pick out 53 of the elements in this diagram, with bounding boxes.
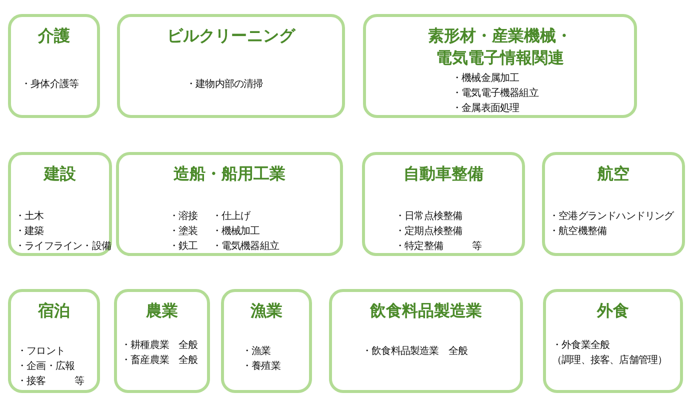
category-heading: 自動車整備 (402, 163, 484, 185)
list-item: ・電気機器組立 (212, 240, 280, 254)
list-item: ・ライフライン・設備 (15, 240, 112, 254)
category-box (116, 152, 343, 256)
category-heading: 農業 (145, 300, 179, 322)
list-item: ・飲食料品製造業 全般 (362, 344, 468, 359)
list-item: ・企画・広報 (17, 360, 75, 374)
category-box (8, 289, 100, 393)
category-heading: 航空 (596, 163, 630, 185)
category-heading: 飲食料品製造業 (368, 300, 483, 322)
list-item: ・漁業 (242, 344, 271, 359)
category-box (114, 289, 210, 393)
category-box (8, 152, 112, 256)
list-item: ・溶接 (169, 210, 198, 224)
category-heading: ビルクリーニング (166, 25, 296, 47)
category-heading: 外食 (596, 300, 630, 322)
category-heading: 漁業 (250, 300, 284, 322)
category-box (117, 14, 345, 118)
category-heading: 建設 (42, 163, 77, 185)
list-item: ・土木 (15, 210, 44, 224)
category-box (221, 289, 312, 393)
list-item: ・建物内部の清掃 (186, 78, 263, 92)
list-item: （調理、接客、店舗管理） (552, 354, 668, 368)
category-box (363, 14, 637, 118)
list-item: ・航空機整備 (549, 224, 607, 239)
list-item: ・特定整備 等 (395, 240, 482, 254)
category-box (8, 14, 100, 118)
category-heading: 素形材・産業機械・電気電子情報関連 (427, 25, 573, 69)
list-item: ・建築 (15, 224, 44, 239)
list-item: ・外食業全般 (552, 338, 610, 353)
category-box (543, 289, 683, 393)
list-item: ・金属表面処理 (452, 102, 520, 116)
list-item: ・鉄工 (169, 240, 198, 254)
category-heading: 介護 (37, 25, 71, 47)
category-heading: 造船・船用工業 (172, 163, 286, 185)
list-item: ・身体介護等 (21, 78, 79, 92)
list-item: ・塗装 (169, 224, 198, 239)
list-item: ・養殖業 (242, 360, 280, 374)
category-box (362, 152, 525, 256)
list-item: ・機械金属加工 (452, 72, 520, 86)
list-item: ・接客 等 (17, 374, 84, 389)
list-item: ・電気電子機器組立 (452, 86, 538, 101)
list-item: ・空港グランドハンドリング (549, 210, 674, 224)
category-box (329, 289, 523, 393)
category-box (542, 152, 685, 256)
list-item: ・仕上げ (212, 210, 250, 224)
list-item: ・畜産農業 全般 (121, 354, 198, 368)
list-item: ・定期点検整備 (395, 224, 462, 239)
category-heading: 宿泊 (36, 300, 71, 322)
list-item: ・フロント (17, 345, 66, 359)
list-item: ・日常点検整備 (395, 210, 462, 224)
list-item: ・耕種農業 全般 (121, 338, 198, 353)
list-item: ・機械加工 (212, 224, 260, 239)
